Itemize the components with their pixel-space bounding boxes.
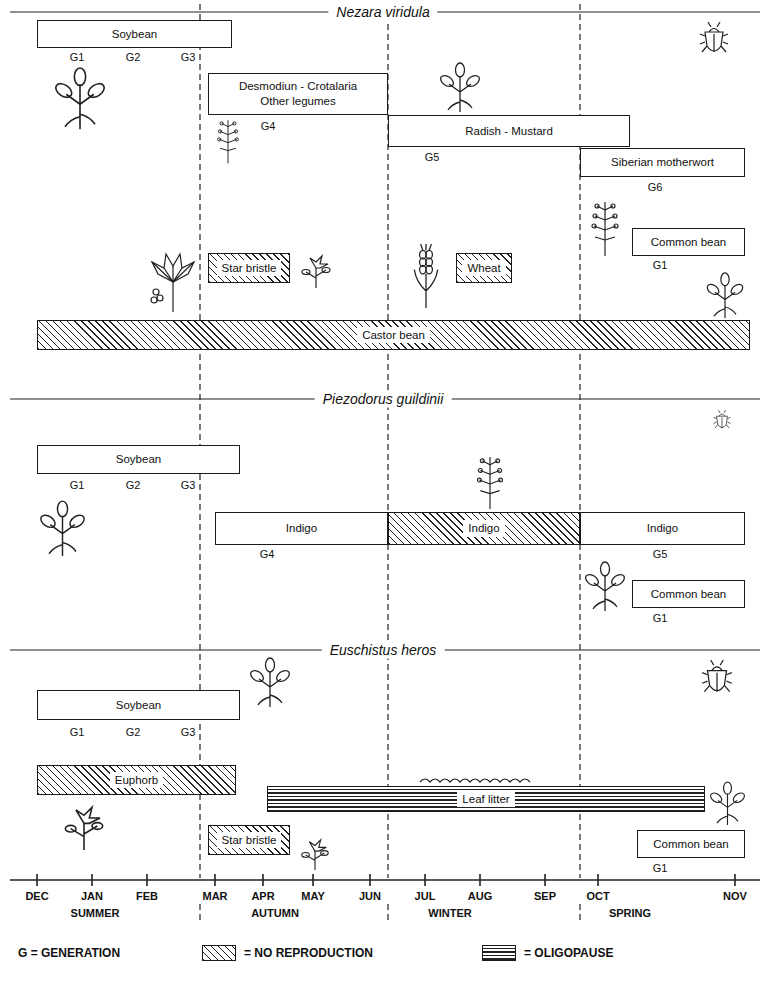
generation-label: G2 xyxy=(126,479,141,492)
host-plant-bar: Star bristle xyxy=(208,253,290,283)
host-plant-bar: Radish - Mustard xyxy=(388,115,630,147)
generation-label: G2 xyxy=(126,726,141,739)
generation-label: G1 xyxy=(70,479,85,492)
month-label: APR xyxy=(251,890,274,903)
generation-label: G6 xyxy=(648,181,663,194)
month-label: AUG xyxy=(468,890,492,903)
plant-name: Soybean xyxy=(116,452,161,467)
species-title: Piezodorus guildinii xyxy=(315,391,452,408)
season-label: WINTER xyxy=(428,907,471,920)
season-label: SUMMER xyxy=(71,907,120,920)
legend-text: = NO REPRODUCTION xyxy=(244,946,373,960)
generation-label: G1 xyxy=(70,51,85,64)
generation-label: G1 xyxy=(653,612,668,625)
host-plant-bar: Common bean xyxy=(637,830,745,858)
month-label: MAY xyxy=(301,890,324,903)
season-label: AUTUMN xyxy=(251,907,299,920)
species-title: Euschistus heros xyxy=(322,642,445,659)
time-axis xyxy=(10,874,760,886)
plant-name: Star bristle xyxy=(217,832,282,849)
generation-label: G3 xyxy=(181,726,196,739)
plant-name: Euphorb xyxy=(110,772,163,789)
host-plant-bar: Common bean xyxy=(632,228,745,256)
host-plant-bar: Soybean xyxy=(37,445,240,474)
host-plant-bar: Indigo xyxy=(215,512,388,545)
plant-name: Indigo xyxy=(286,521,317,536)
generation-label: G3 xyxy=(181,479,196,492)
plant-name: Soybean xyxy=(112,27,157,42)
host-plant-bar: Desmodiun - Crotalaria Other legumes xyxy=(208,73,388,115)
legend-swatch xyxy=(202,945,236,961)
host-plant-bar: Indigo xyxy=(580,512,745,545)
generation-label: G2 xyxy=(126,51,141,64)
month-label: JUL xyxy=(415,890,436,903)
host-plant-bar: Euphorb xyxy=(37,765,236,795)
month-label: SEP xyxy=(534,890,556,903)
plant-name: Common bean xyxy=(653,837,728,852)
generation-label: G3 xyxy=(181,51,196,64)
month-label: FEB xyxy=(136,890,158,903)
legend-text: = OLIGOPAUSE xyxy=(524,946,613,960)
plant-name: Soybean xyxy=(116,698,161,713)
generation-label: G5 xyxy=(425,151,440,164)
plant-name: Indigo xyxy=(647,521,678,536)
host-plant-bar: Soybean xyxy=(37,20,232,48)
month-label: JAN xyxy=(81,890,103,903)
plant-name: Common bean xyxy=(651,587,726,602)
legend-text: G = GENERATION xyxy=(18,946,120,960)
plant-name: Indigo xyxy=(463,520,504,537)
plant-name: Star bristle xyxy=(217,260,282,277)
generation-label: G1 xyxy=(653,259,668,272)
month-label: NOV xyxy=(723,890,747,903)
legend-swatch xyxy=(482,945,516,961)
host-plant-bar: Siberian motherwort xyxy=(580,148,745,177)
plant-name: Radish - Mustard xyxy=(465,124,553,139)
generation-label: G1 xyxy=(70,726,85,739)
section-rule xyxy=(10,12,760,650)
generation-label: G1 xyxy=(653,862,668,875)
host-plant-bar: Common bean xyxy=(632,580,745,608)
host-plant-bar: Soybean xyxy=(37,690,240,720)
plant-name: Desmodiun - Crotalaria Other legumes xyxy=(233,79,363,109)
plant-name: Common bean xyxy=(651,235,726,250)
season-label: SPRING xyxy=(609,907,651,920)
generation-label: G4 xyxy=(261,120,276,133)
plant-name: Wheat xyxy=(462,260,505,277)
host-plant-bar: Indigo xyxy=(388,512,580,545)
month-label: OCT xyxy=(586,890,609,903)
month-label: DEC xyxy=(25,890,48,903)
species-title: Nezara viridula xyxy=(328,4,437,21)
plant-name: Leaf litter xyxy=(457,791,514,808)
generation-label: G4 xyxy=(260,548,275,561)
host-plant-bar: Leaf litter xyxy=(267,786,705,812)
host-plant-bar: Wheat xyxy=(456,253,512,283)
month-label: MAR xyxy=(202,890,227,903)
host-plant-bar: Star bristle xyxy=(208,825,290,855)
month-label: JUN xyxy=(359,890,381,903)
generation-label: G5 xyxy=(653,548,668,561)
host-plant-bar: Castor bean xyxy=(37,320,750,350)
plant-name: Siberian motherwort xyxy=(611,155,714,170)
plant-name: Castor bean xyxy=(357,327,430,344)
